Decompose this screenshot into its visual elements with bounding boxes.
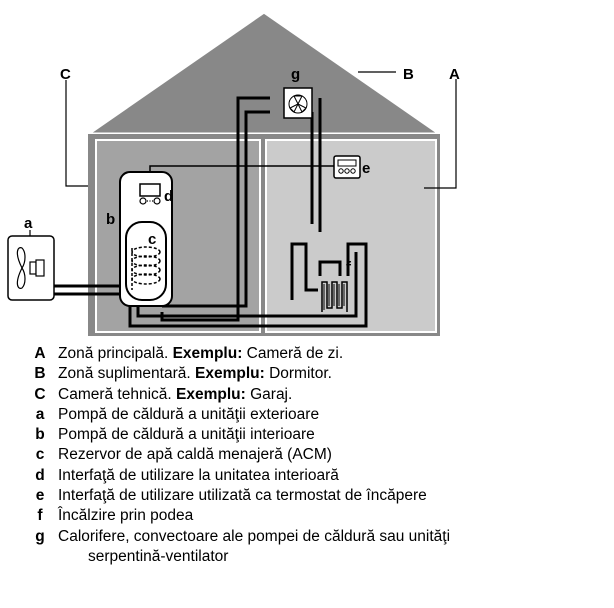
legend-row: B Zonă suplimentară. Exemplu: Dormitor. <box>30 364 614 384</box>
legend-text: Rezervor de apă caldă menajeră (ACM) <box>58 446 332 464</box>
legend-row: b Pompă de căldură a unităţii interioare <box>30 425 614 445</box>
legend-key: f <box>37 507 43 525</box>
callout-d: d <box>164 188 173 205</box>
legend-row: c Rezervor de apă caldă menajeră (ACM) <box>30 445 614 465</box>
legend-key: a <box>35 405 45 423</box>
callout-a: a <box>24 215 33 232</box>
legend-text: Interfaţă de utilizare la unitatea inter… <box>58 466 339 484</box>
underfloor-serpentine-outer <box>290 242 368 300</box>
fan-coil-icon <box>283 87 313 119</box>
legend-row: C Cameră tehnică. Exemplu: Garaj. <box>30 385 614 405</box>
house-roof <box>83 10 445 136</box>
legend-text: Zonă principală. Exemplu: Cameră de zi. <box>58 345 344 362</box>
callout-c: c <box>148 231 156 248</box>
legend: A Zonă principală. Exemplu: Cameră de zi… <box>30 344 614 567</box>
legend-row: d Interfaţă de utilizare la unitatea int… <box>30 466 614 486</box>
legend-row: g Calorifere, convectoare ale pompei de … <box>30 527 614 547</box>
legend-text: Pompă de căldură a unităţii interioare <box>58 426 315 444</box>
leader-C <box>65 80 88 187</box>
legend-key: d <box>35 466 45 484</box>
legend-text: Pompă de căldură a unităţii exterioare <box>58 405 320 423</box>
indoor-ui-icon <box>139 183 161 205</box>
legend-text: Zonă suplimentară. Exemplu: Dormitor. <box>58 365 332 383</box>
legend-key: e <box>35 487 45 505</box>
callout-A: A <box>449 66 460 83</box>
callout-C: C <box>60 66 71 83</box>
outdoor-unit-icon <box>7 235 55 301</box>
legend-continuation-text: serpentină-ventilator <box>88 547 229 565</box>
legend-continuation: serpentină-ventilator <box>30 547 614 567</box>
room-thermostat-icon <box>333 155 361 179</box>
underfloor-heating-icon <box>321 281 348 312</box>
legend-row: a Pompă de căldură a unităţii exterioare <box>30 405 614 425</box>
heat-pump-installation-diagram: A B C g a b c d e f <box>7 10 460 336</box>
callout-b: b <box>106 211 115 228</box>
pipe-inner-loop <box>136 252 358 318</box>
underfloor-heating-icon-inner <box>323 284 345 310</box>
legend-text: Cameră tehnică. Exemplu: Garaj. <box>58 385 293 403</box>
pipe-to-fancoil-inner <box>162 110 270 308</box>
legend-row: A Zonă principală. Exemplu: Cameră de zi… <box>30 344 614 364</box>
callout-g: g <box>291 66 300 83</box>
legend-key: b <box>35 426 45 444</box>
callout-B: B <box>403 66 414 83</box>
callout-f: f <box>346 259 352 276</box>
dhw-tank <box>125 221 167 301</box>
legend-text: Interfaţă de utilizare utilizată ca term… <box>58 487 427 505</box>
thermostat-wire <box>149 165 334 172</box>
legend-text: Calorifere, convectoare ale pompei de că… <box>58 527 451 545</box>
legend-key: c <box>35 446 45 464</box>
legend-key: C <box>34 385 46 403</box>
callout-e: e <box>362 160 370 177</box>
legend-row: f Încălzire prin podea <box>30 506 614 526</box>
legend-key: B <box>34 365 46 383</box>
leader-A <box>424 79 457 189</box>
legend-row: e Interfaţă de utilizare utilizată ca te… <box>30 486 614 506</box>
legend-key: g <box>35 527 45 545</box>
legend-text: Încălzire prin podea <box>58 507 194 525</box>
legend-key: A <box>34 345 46 362</box>
